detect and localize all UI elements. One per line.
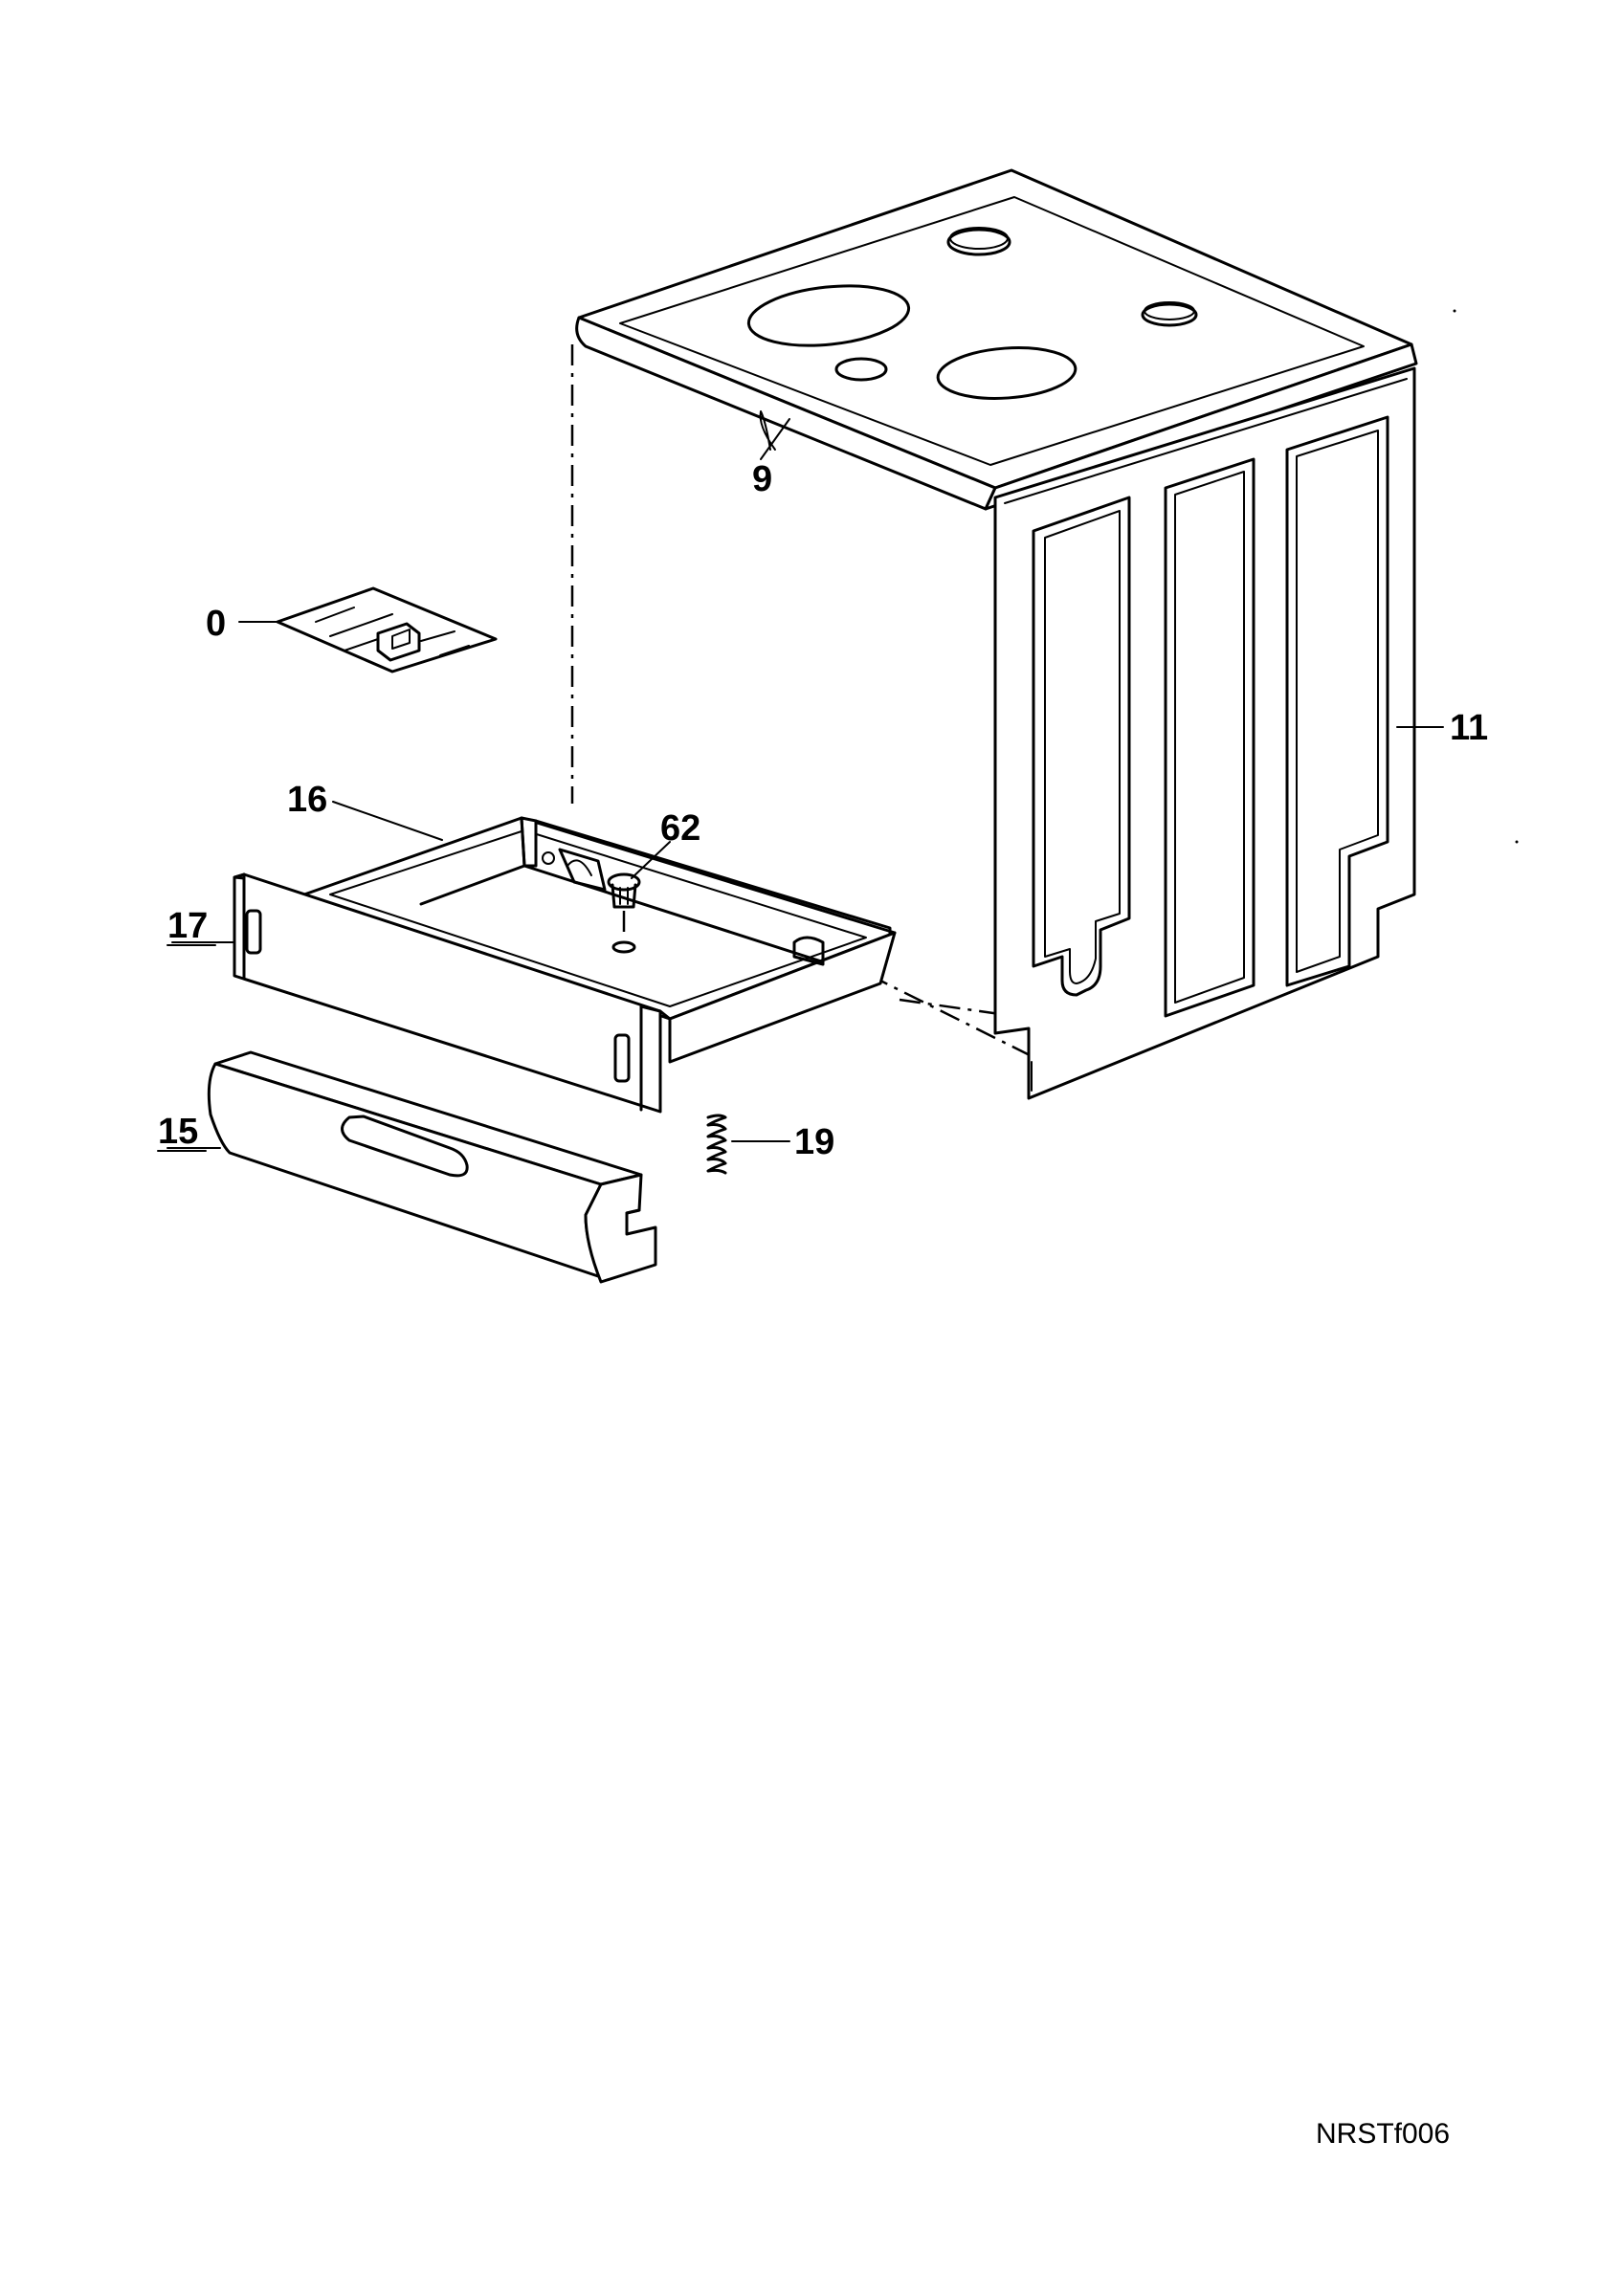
diagram-reference-code: NRSTf006	[1316, 2118, 1450, 2150]
label-part-17: 17	[167, 906, 208, 946]
manual-booklet-drawing	[276, 586, 498, 673]
spring-drawing	[706, 1114, 727, 1175]
label-part-9: 9	[752, 459, 772, 499]
label-part-16: 16	[287, 780, 327, 820]
leader-lines	[167, 410, 1444, 1149]
scan-specks	[1453, 309, 1519, 844]
label-part-62: 62	[660, 808, 700, 849]
drawer-clip-drawing	[607, 872, 641, 954]
label-underlines	[157, 944, 216, 1152]
part-labels: 9 0 11 16 62 17 15 19	[158, 459, 1488, 1162]
drawer-tray-drawing	[302, 816, 897, 1064]
label-part-19: 19	[794, 1122, 834, 1162]
drawer-cover-drawing	[207, 1050, 657, 1284]
side-panel-drawing	[993, 366, 1416, 1100]
label-part-15: 15	[158, 1112, 198, 1152]
label-part-11: 11	[1450, 708, 1488, 748]
cooktop-top-drawing	[575, 168, 1418, 511]
label-part-0: 0	[206, 604, 226, 644]
drawer-front-drawing	[233, 872, 672, 1114]
